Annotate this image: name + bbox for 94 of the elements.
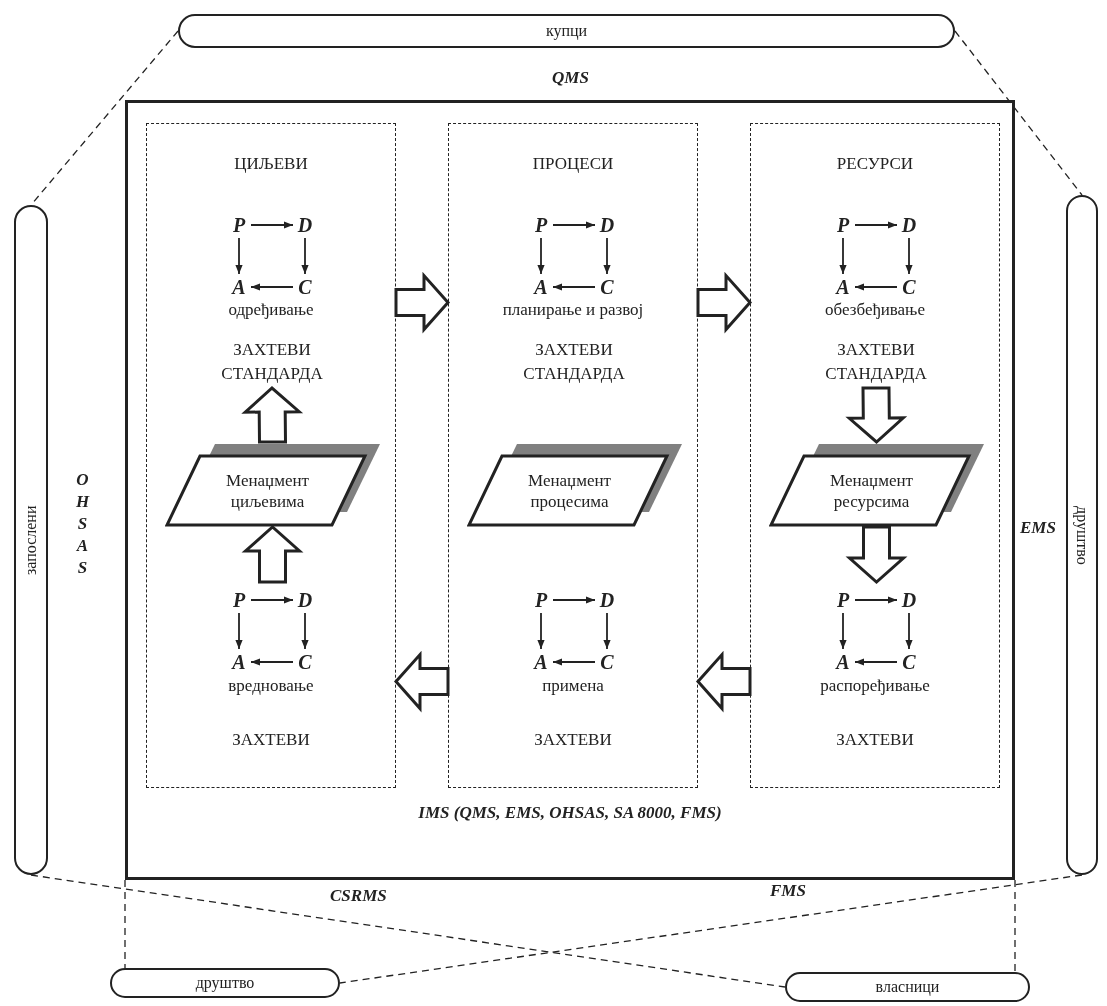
dashed-column [448, 123, 698, 788]
requirement-text: ЗАХТЕВИ СТАНДАРДА [796, 336, 956, 388]
arrow [854, 283, 898, 291]
cycle-letter: D [595, 212, 619, 238]
stakeholder-capsule: купци [178, 14, 955, 48]
cycle-letter: D [897, 212, 921, 238]
arrow [603, 612, 611, 650]
cycle-letter: A [227, 274, 251, 300]
cycle-letter: P [529, 587, 553, 613]
arrow [301, 237, 309, 275]
system-label: CSRMS [330, 886, 387, 906]
column-caption: планирање и развој [501, 300, 645, 320]
arrow [854, 596, 898, 604]
cycle-letter: C [293, 274, 317, 300]
arrow [854, 221, 898, 229]
system-label: FMS [770, 881, 806, 901]
arrow [839, 237, 847, 275]
parallelogram-box [165, 442, 380, 527]
dashed-line [30, 874, 786, 988]
block-arrow [696, 271, 752, 334]
cycle-letter: D [293, 587, 317, 613]
cycle-letter: C [897, 649, 921, 675]
requirement-text: ЗАХТЕВИ СТАНДАРДА [192, 336, 352, 388]
arrow [905, 237, 913, 275]
dashed-column [750, 123, 1000, 788]
cycle-letter: P [227, 212, 251, 238]
column-caption: ЗАХТЕВИ [835, 730, 915, 750]
arrow [603, 237, 611, 275]
cycle-letter: P [831, 587, 855, 613]
cycle-letter: A [227, 649, 251, 675]
column-heading: ЦИЉЕВИ [233, 154, 309, 174]
cycle-letter: D [897, 587, 921, 613]
block-arrow [394, 650, 450, 713]
block-arrow [845, 386, 908, 444]
stakeholder-capsule: запослени [14, 205, 48, 875]
arrow [301, 612, 309, 650]
cycle-letter: D [293, 212, 317, 238]
column-caption: вредновање [227, 676, 315, 696]
block-arrow [394, 271, 450, 334]
arrow [235, 237, 243, 275]
cycle-letter: C [293, 649, 317, 675]
block-arrow [845, 525, 908, 584]
arrow [250, 283, 294, 291]
stakeholder-capsule: друштво [1066, 195, 1098, 875]
system-frame [125, 100, 1015, 880]
column-caption: примена [541, 676, 605, 696]
cycle-letter: P [227, 587, 251, 613]
cycle-letter: A [831, 274, 855, 300]
parallelogram-box [467, 442, 682, 527]
arrow [854, 658, 898, 666]
column-caption: ЗАХТЕВИ [533, 730, 613, 750]
column-caption: распоређивање [819, 676, 931, 696]
column-heading: ПРОЦЕСИ [531, 154, 615, 174]
requirement-text: ЗАХТЕВИ СТАНДАРДА [494, 336, 654, 388]
arrow [552, 221, 596, 229]
column-heading: РЕСУРСИ [835, 154, 915, 174]
arrow [235, 612, 243, 650]
system-title: IMS (QMS, EMS, OHSAS, SA 8000, FMS) [417, 803, 723, 823]
cycle-letter: P [831, 212, 855, 238]
arrow [905, 612, 913, 650]
arrow [250, 596, 294, 604]
arrow [250, 221, 294, 229]
cycle-letter: P [529, 212, 553, 238]
block-arrow [241, 525, 304, 584]
parallelogram-box [769, 442, 984, 527]
system-label: OHSAS [72, 470, 92, 580]
arrow [537, 237, 545, 275]
arrow [552, 283, 596, 291]
arrow [537, 612, 545, 650]
dashed-line [339, 874, 1083, 984]
arrow [552, 658, 596, 666]
dashed-column [146, 123, 396, 788]
cycle-letter: C [595, 649, 619, 675]
stakeholder-capsule: друштво [110, 968, 340, 998]
stakeholder-capsule: власници [785, 972, 1030, 1002]
cycle-letter: D [595, 587, 619, 613]
block-arrow [696, 650, 752, 713]
block-arrow [241, 386, 304, 444]
dashed-line [124, 879, 126, 969]
dashed-line [954, 30, 1083, 196]
arrow [552, 596, 596, 604]
arrow [839, 612, 847, 650]
column-caption: обезбеђивање [824, 300, 926, 320]
column-caption: одређивање [227, 300, 315, 320]
dashed-line [1014, 879, 1016, 973]
arrow [250, 658, 294, 666]
cycle-letter: A [529, 649, 553, 675]
cycle-letter: A [529, 274, 553, 300]
cycle-letter: A [831, 649, 855, 675]
system-label: EMS [1020, 518, 1056, 538]
cycle-letter: C [595, 274, 619, 300]
system-label: QMS [552, 68, 589, 88]
column-caption: ЗАХТЕВИ [231, 730, 311, 750]
cycle-letter: C [897, 274, 921, 300]
